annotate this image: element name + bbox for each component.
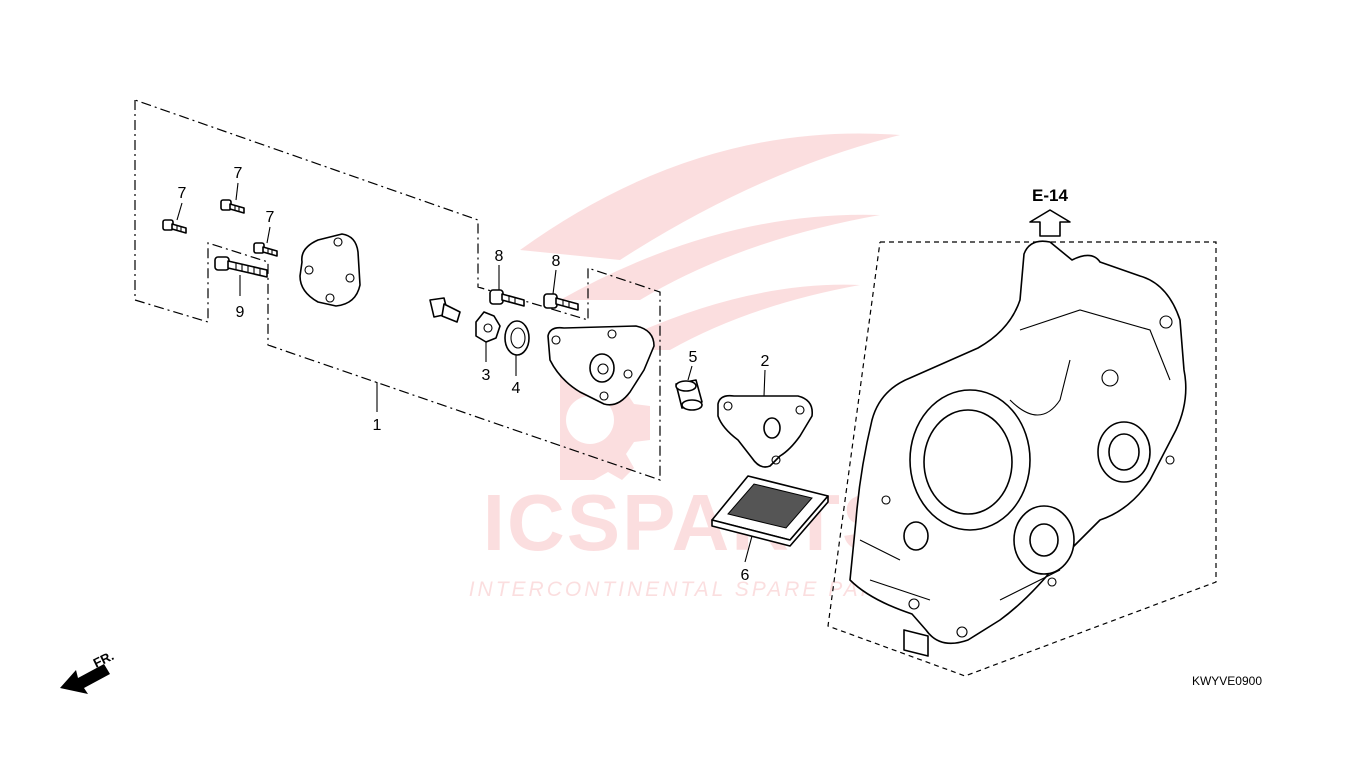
watermark-brand: ICSPARTS [483,478,898,567]
diagram-code: KWYVE0900 [1192,674,1262,688]
watermark-tagline: INTERCONTINENTAL SPARE PARTS [469,578,912,601]
leader-lines [176,182,766,563]
reference-label: E-14 [1032,186,1068,205]
assembly-1-outline [134,99,661,481]
outer-rotor-4 [504,320,530,356]
crankcase-cover [849,240,1187,657]
oil-pump-cover [299,233,361,307]
callout-9: 9 [236,304,245,321]
bolt-8-right [543,293,579,311]
callout-6: 6 [741,567,750,584]
callout-2: 2 [761,353,770,370]
callout-7-upper: 7 [234,165,243,182]
watermark: ICSPARTS INTERCONTINENTAL SPARE PARTS [469,133,912,601]
bolt-7-left [162,219,187,234]
callout-4: 4 [512,380,521,397]
bolt-9-long [214,256,268,278]
callout-3: 3 [482,367,491,384]
inner-rotor-3 [475,311,501,343]
bolt-8-left [489,289,525,307]
front-direction-marker: FR. [60,648,116,694]
sleeve-5 [675,379,703,411]
callout-7-right: 7 [266,209,275,226]
gasket-2 [717,394,814,468]
reference-arrow [1029,209,1071,237]
oil-strainer-6 [711,475,829,547]
front-direction-label: FR. [91,648,116,671]
callout-7-left: 7 [178,185,187,202]
callouts: 7 7 7 9 8 8 3 4 1 5 2 6 [178,165,770,584]
bolt-7-right [253,242,278,257]
callout-8-right: 8 [552,253,561,270]
pump-shaft [429,297,461,323]
bolt-7-upper [220,199,245,214]
crankcase-reference-outline [827,241,1217,677]
callout-8-left: 8 [495,248,504,265]
oil-pump-body [547,325,655,406]
callout-1: 1 [373,417,382,434]
callout-5: 5 [689,349,698,366]
